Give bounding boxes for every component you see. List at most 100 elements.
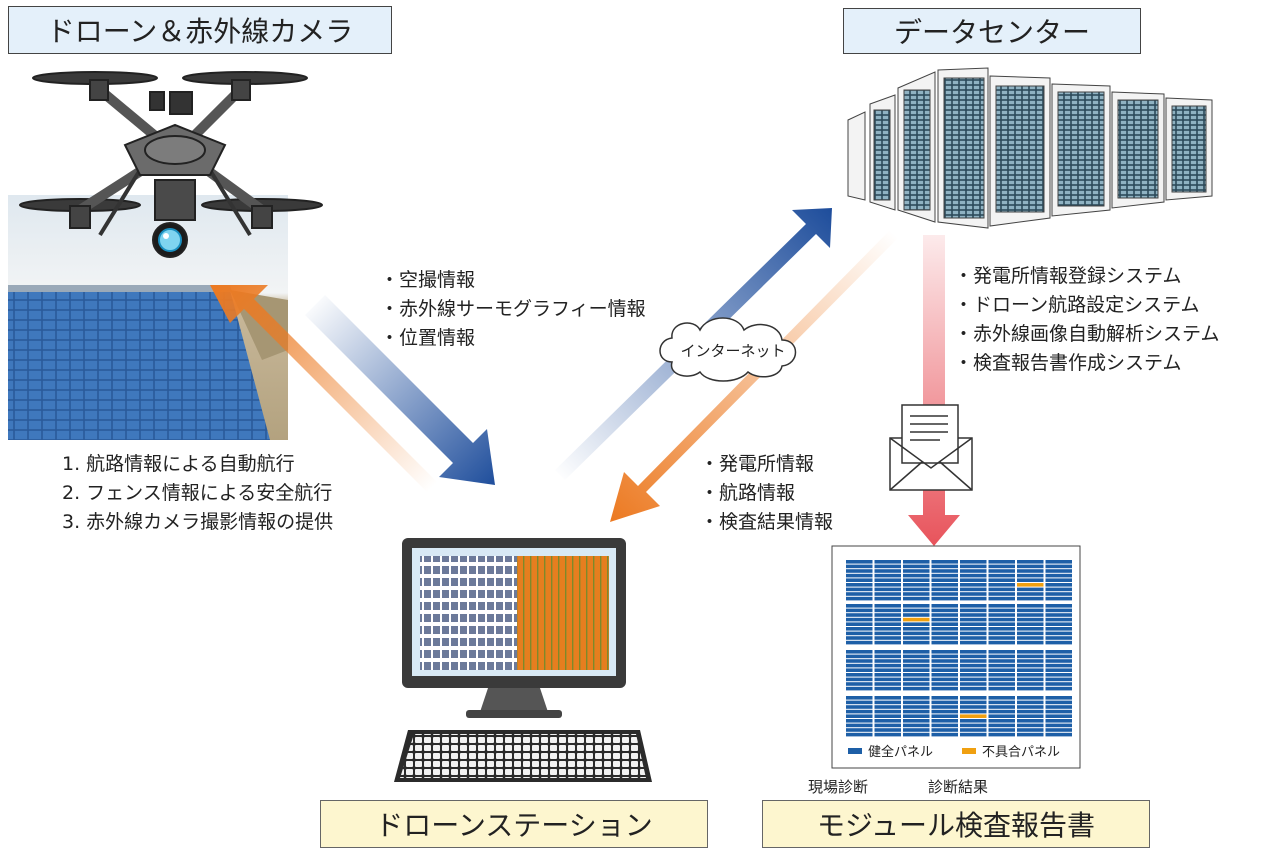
- panel-cell: [903, 696, 930, 700]
- panel-cell: [1017, 640, 1044, 645]
- panel-cell: [960, 596, 987, 601]
- panel-cell: [1017, 631, 1044, 636]
- panel-cell: [1045, 709, 1072, 714]
- panel-cell: [988, 573, 1015, 578]
- panel-cell: [903, 659, 930, 663]
- panel-cell: [874, 700, 901, 705]
- arrow-station-to-drone: [210, 285, 440, 495]
- panel-cell: [931, 682, 958, 686]
- panel-cell: [903, 596, 930, 601]
- panel-cell: [874, 587, 901, 592]
- panel-cell: [931, 622, 958, 626]
- panel-cell: [846, 705, 873, 709]
- panel-cell: [931, 613, 958, 617]
- legend-healthy: 健全パネル: [848, 741, 933, 760]
- panel-cell: [988, 596, 1015, 601]
- internet-cloud: [659, 317, 797, 382]
- panel-cell: [874, 714, 901, 718]
- panel-cell: [1017, 650, 1044, 654]
- panel-cell: [874, 719, 901, 723]
- panel-cell: [960, 700, 987, 705]
- panel-cell: [960, 714, 987, 718]
- panel-cell: [903, 560, 930, 564]
- panel-cell: [874, 592, 901, 596]
- panel-cell: [903, 613, 930, 617]
- panel-cell: [960, 604, 987, 608]
- panel-cell: [1045, 696, 1072, 700]
- list-item: 2. フェンス情報による安全航行: [62, 482, 333, 504]
- panel-cell: [874, 650, 901, 654]
- panel-cell: [931, 673, 958, 677]
- panel-cell: [988, 604, 1015, 608]
- panel-cell: [1017, 583, 1044, 587]
- panel-cell: [988, 654, 1015, 659]
- panel-cell: [988, 569, 1015, 573]
- panel-cell: [846, 732, 873, 737]
- legend-swatch-healthy: [848, 747, 862, 754]
- panel-cell: [931, 677, 958, 682]
- panel-cell: [960, 583, 987, 587]
- panel-cell: [1017, 578, 1044, 582]
- panel-cell: [1017, 596, 1044, 601]
- panel-cell: [960, 728, 987, 732]
- panel-cell: [874, 677, 901, 682]
- panel-cell: [988, 631, 1015, 636]
- panel-cell: [988, 636, 1015, 640]
- panel-cell: [931, 573, 958, 578]
- panel-cell: [1045, 677, 1072, 682]
- panel-cell: [903, 587, 930, 592]
- panel-cell: [846, 583, 873, 587]
- panel-cell: [903, 668, 930, 672]
- list-item: 検査結果情報: [700, 508, 833, 537]
- panel-cell: [988, 677, 1015, 682]
- panel-cell: [1045, 719, 1072, 723]
- panel-cell: [960, 709, 987, 714]
- panel-cell: [1045, 673, 1072, 677]
- panel-cell: [846, 677, 873, 682]
- panel-cell: [874, 573, 901, 578]
- panel-cell: [960, 650, 987, 654]
- panel-cell: [874, 596, 901, 601]
- server-racks-illustration: [847, 67, 1213, 229]
- panel-cell: [1017, 608, 1044, 613]
- panel-cell: [903, 677, 930, 682]
- panel-cell: [988, 700, 1015, 705]
- panel-cell: [1017, 569, 1044, 573]
- panel-cell: [960, 732, 987, 737]
- panel-cell: [846, 622, 873, 626]
- panel-cell: [960, 617, 987, 622]
- panel-cell: [903, 728, 930, 732]
- panel-cell: [874, 668, 901, 672]
- panel-cell: [903, 732, 930, 737]
- panel-cell: [960, 686, 987, 691]
- panel-cell: [903, 654, 930, 659]
- panel-cell: [874, 569, 901, 573]
- panel-cell: [846, 714, 873, 718]
- panel-cell: [1017, 654, 1044, 659]
- panel-cell: [1045, 732, 1072, 737]
- panel-cell: [903, 709, 930, 714]
- panel-cell: [846, 631, 873, 636]
- panel-cell: [931, 560, 958, 564]
- drone-to-station-list: 空撮情報 赤外線サーモグラフィー情報 位置情報: [380, 266, 646, 353]
- list-item: ドローン航路設定システム: [954, 291, 1219, 320]
- panel-cell: [931, 686, 958, 691]
- list-item: 航路情報: [700, 479, 833, 508]
- panel-cell: [1045, 659, 1072, 663]
- panel-cell: [1045, 578, 1072, 582]
- datacenter-to-station-list: 発電所情報 航路情報 検査結果情報: [700, 450, 833, 537]
- legend-swatch-defect: [962, 747, 976, 754]
- drone-illustration: [19, 71, 323, 258]
- panel-cell: [846, 564, 873, 569]
- panel-cell: [874, 613, 901, 617]
- panel-cell: [903, 617, 930, 622]
- panel-cell: [1045, 564, 1072, 569]
- panel-cell: [931, 604, 958, 608]
- panel-cell: [903, 700, 930, 705]
- panel-cell: [1017, 560, 1044, 564]
- panel-cell: [846, 636, 873, 640]
- panel-cell: [903, 650, 930, 654]
- panel-cell: [903, 663, 930, 668]
- panel-cell: [988, 709, 1015, 714]
- panel-cell: [931, 654, 958, 659]
